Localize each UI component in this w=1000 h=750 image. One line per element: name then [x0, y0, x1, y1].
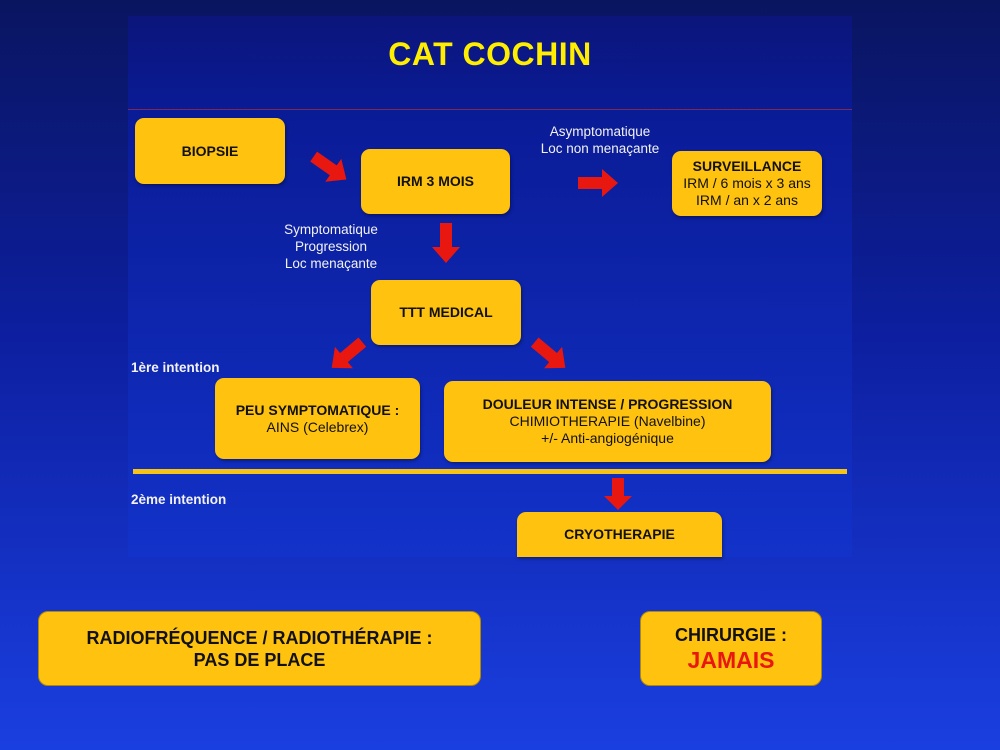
chirurgie-jamais: JAMAIS [687, 646, 775, 673]
douleur-intense-line-1: CHIMIOTHERAPIE (Navelbine) [509, 413, 706, 429]
symptomatique-line-2: Progression [294, 239, 368, 254]
surveillance-box: SURVEILLANCE IRM / 6 mois x 3 ans IRM / … [672, 151, 822, 216]
irm-label: IRM 3 MOIS [396, 173, 474, 189]
surveillance-line-1: IRM / 6 mois x 3 ans [683, 175, 811, 191]
peu-symptomatique-heading: PEU SYMPTOMATIQUE : [235, 401, 400, 418]
irm-box: IRM 3 MOIS [361, 149, 510, 214]
symptomatique-label: Symptomatique Progression Loc menaçante [270, 221, 392, 272]
biopsie-label: BIOPSIE [181, 142, 239, 159]
cryotherapie-label: CRYOTHERAPIE [564, 526, 675, 542]
second-line-label: 2ème intention [131, 492, 227, 507]
surveillance-heading: SURVEILLANCE [692, 158, 802, 174]
radiofrequence-box: RADIOFRÉQUENCE / RADIOTHÉRAPIE : PAS DE … [38, 611, 481, 686]
asymptomatique-line-1: Asymptomatique [549, 124, 651, 139]
radiofrequence-line-1: RADIOFRÉQUENCE / RADIOTHÉRAPIE : [86, 627, 433, 648]
douleur-intense-box: DOULEUR INTENSE / PROGRESSION CHIMIOTHER… [444, 381, 771, 462]
cryotherapie-box: CRYOTHERAPIE [517, 512, 722, 557]
surveillance-line-2: IRM / an x 2 ans [696, 192, 798, 208]
peu-symptomatique-line-1: AINS (Celebrex) [266, 418, 369, 435]
intention-separator [133, 469, 847, 474]
first-line-label: 1ère intention [131, 360, 220, 375]
biopsie-box: BIOPSIE [135, 118, 285, 184]
asymptomatique-line-2: Loc non menaçante [540, 141, 660, 156]
peu-symptomatique-box: PEU SYMPTOMATIQUE : AINS (Celebrex) [215, 378, 420, 459]
symptomatique-line-3: Loc menaçante [284, 256, 378, 271]
chirurgie-box: CHIRURGIE : JAMAIS [640, 611, 822, 686]
title-divider [128, 109, 852, 110]
ttt-medical-box: TTT MEDICAL [371, 280, 521, 345]
chirurgie-line-1: CHIRURGIE : [675, 624, 787, 645]
douleur-intense-line-2: +/- Anti-angiogénique [541, 430, 674, 446]
douleur-intense-heading: DOULEUR INTENSE / PROGRESSION [482, 396, 733, 412]
page-title: CAT COCHIN [388, 36, 592, 72]
ttt-medical-label: TTT MEDICAL [399, 304, 493, 320]
asymptomatique-label: Asymptomatique Loc non menaçante [530, 123, 670, 157]
radiofrequence-line-2: PAS DE PLACE [193, 649, 326, 670]
symptomatique-line-1: Symptomatique [284, 222, 378, 237]
